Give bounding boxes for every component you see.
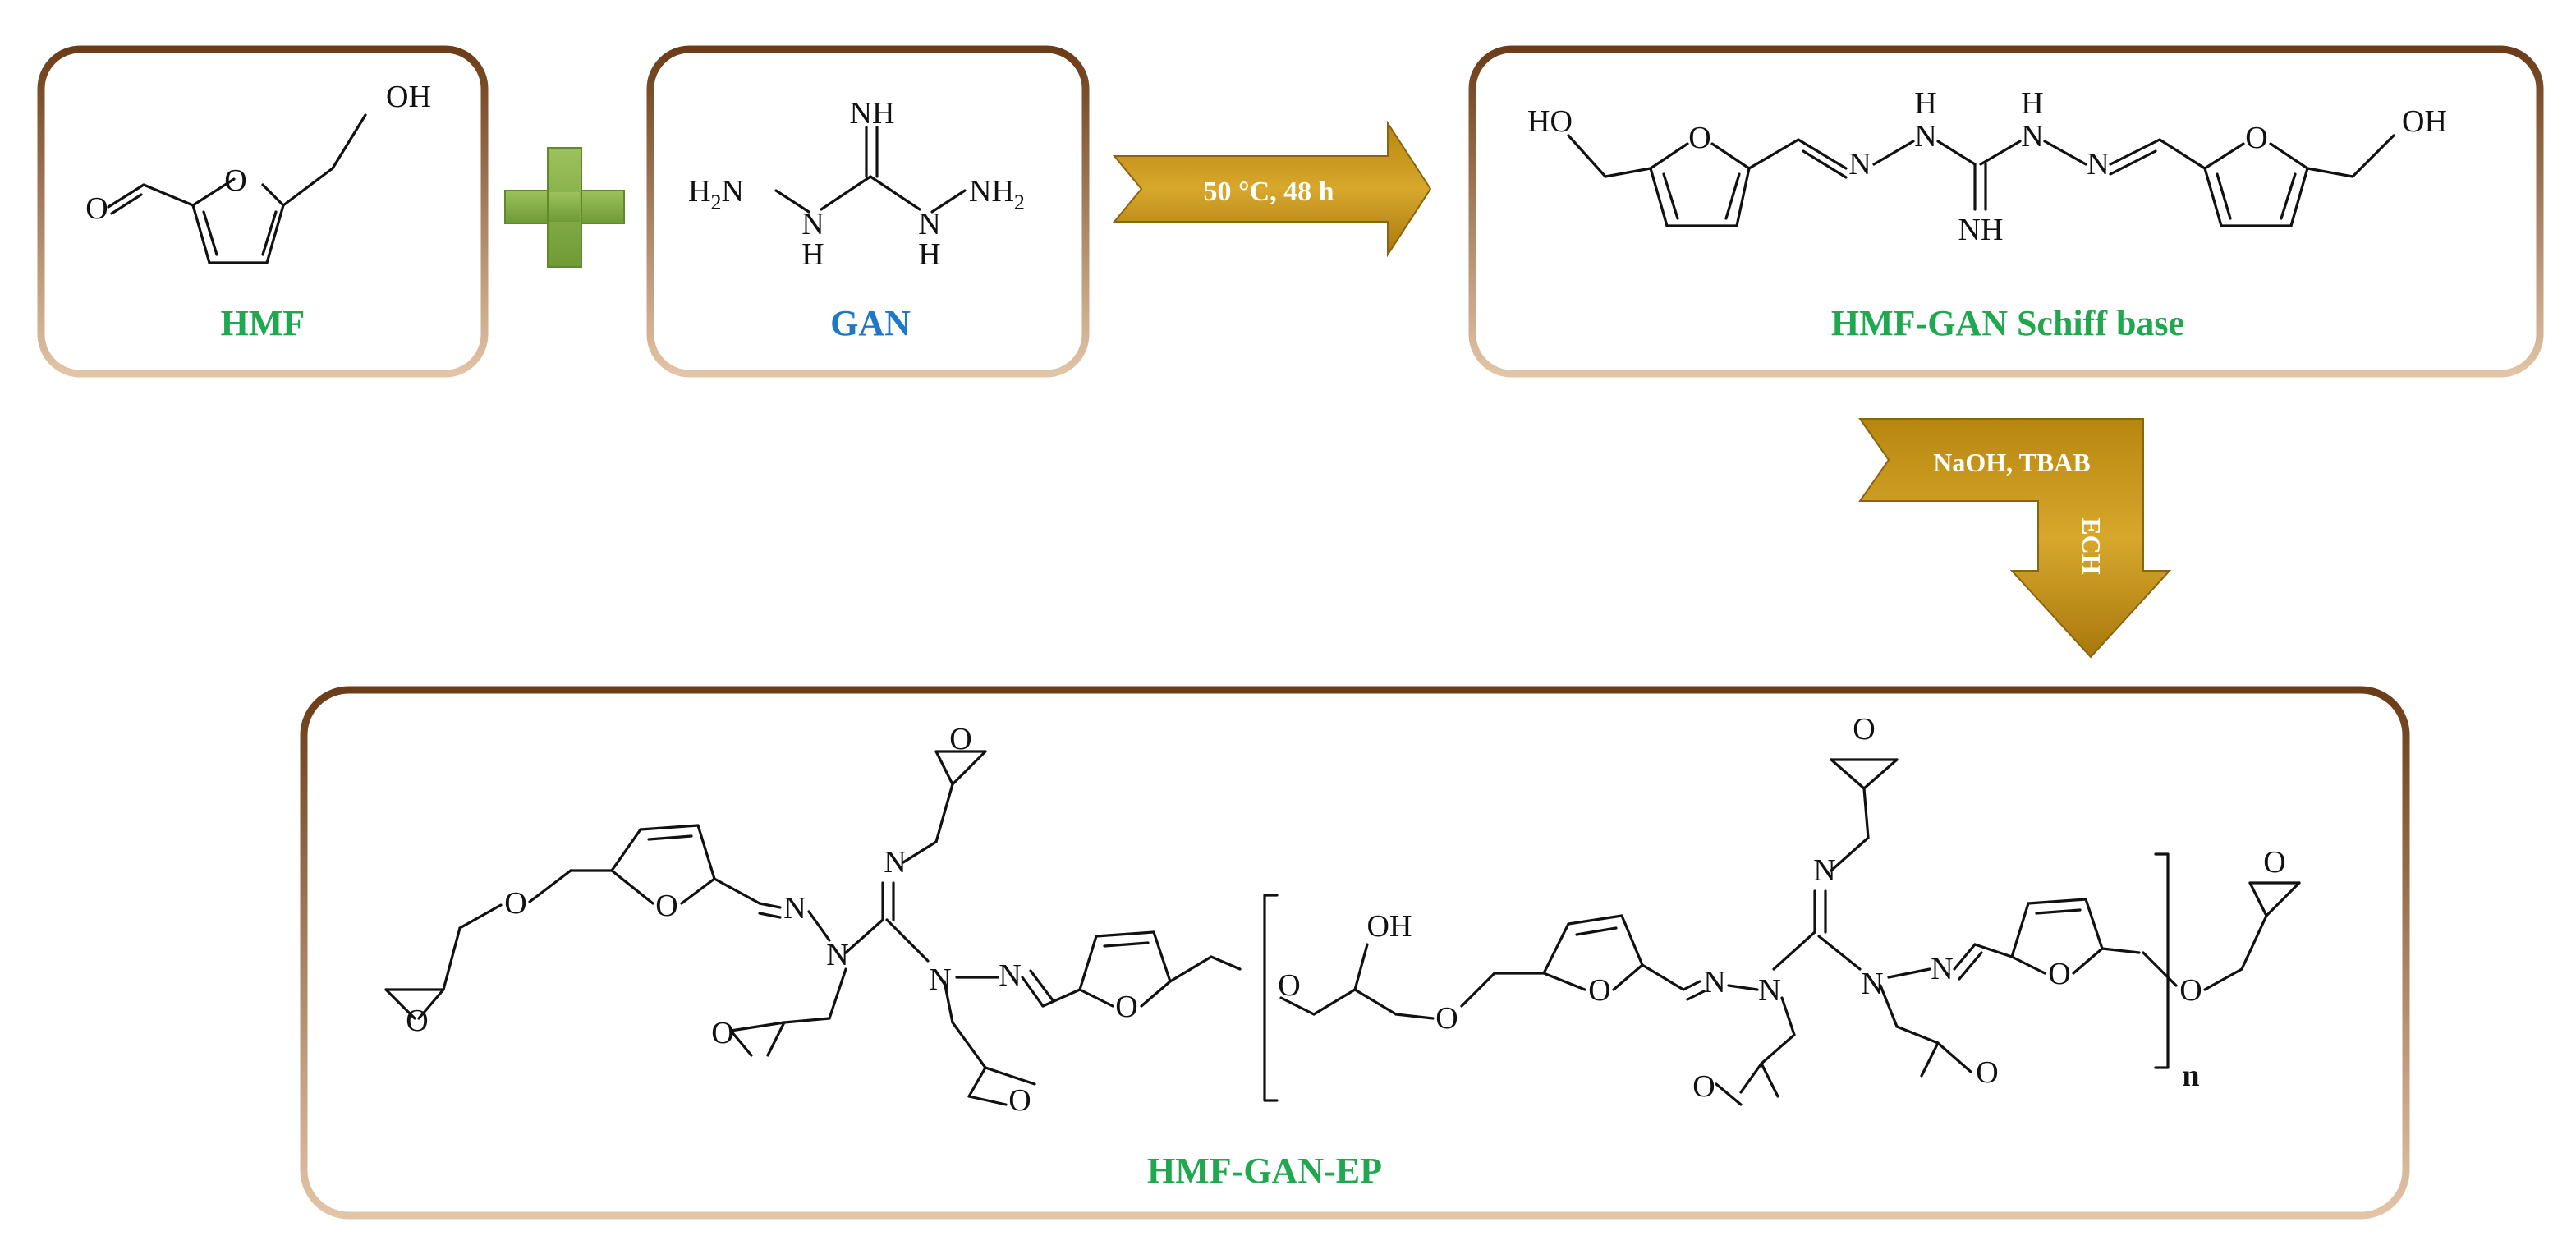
schiff-n3: N xyxy=(2021,119,2043,154)
ep-n-3: N xyxy=(884,845,906,880)
ep-ether-o-3: O xyxy=(1435,1001,1458,1036)
gan-left-n: N xyxy=(801,207,824,241)
ep-n-8: N xyxy=(1813,853,1835,888)
schiff-base-structure: HO O N N H N H N NH O OH xyxy=(1527,86,2447,247)
hmf-gan-ep-box: O O O N N N O N N O O O O OH O O N N N O… xyxy=(300,686,2410,1220)
ep-epoxide-o-bl-1: O xyxy=(711,1016,733,1050)
ep-n-6: N xyxy=(1703,965,1725,999)
schiff-h1: H xyxy=(1914,86,1936,121)
ep-epoxide-o-top-2: O xyxy=(1853,712,1875,747)
schiff-left-furan-o: O xyxy=(1688,121,1710,155)
step1-conditions: 50 °C, 48 h xyxy=(1203,177,1334,207)
hmf-label: HMF xyxy=(221,303,305,343)
schiff-left-ho: HO xyxy=(1527,104,1573,139)
ep-furan-o-3: O xyxy=(1588,973,1610,1008)
schiff-base-label: HMF-GAN Schiff base xyxy=(1831,303,2184,343)
schiff-n2: N xyxy=(1914,119,1936,154)
schiff-right-oh: OH xyxy=(2402,104,2447,139)
ep-hydroxyl: OH xyxy=(1367,909,1412,944)
ep-n-10: N xyxy=(1931,952,1953,986)
hmf-box: O O OH HMF xyxy=(37,45,489,378)
ep-n-1: N xyxy=(783,891,806,926)
hmf-gan-ep-structure: O O O N N N O N N O O O O OH O O N N N O… xyxy=(384,712,2301,1118)
ep-epoxide-o-bl-2: O xyxy=(1692,1069,1715,1104)
ep-n-4: N xyxy=(929,963,951,997)
gan-h2n-h: H2N xyxy=(688,174,744,214)
schiff-base-box: HO O N N H N H N NH O OH HMF-GAN Schiff … xyxy=(1468,45,2544,378)
gan-left-h: H xyxy=(801,237,824,272)
gan-box: NH H2N N H N H NH2 GAN xyxy=(646,45,1090,378)
reaction-arrow-2: NaOH, TBAB ECH xyxy=(1858,418,2172,659)
hmf-carbonyl-oxygen: O xyxy=(85,191,108,226)
ep-n-7: N xyxy=(1758,973,1780,1008)
hmf-structure: O O OH xyxy=(85,80,431,264)
ep-n-5: N xyxy=(999,958,1021,993)
gan-structure: NH H2N N H N H NH2 xyxy=(688,96,1025,272)
ep-ether-o-left: O xyxy=(504,886,526,921)
hmf-hydroxyl: OH xyxy=(386,80,431,114)
hmf-gan-ep-label: HMF-GAN-EP xyxy=(1147,1151,1382,1191)
gan-imine-nh: NH xyxy=(850,96,895,131)
ep-furan-o-1: O xyxy=(655,889,677,923)
schiff-n1: N xyxy=(1848,147,1871,181)
ep-ether-o-2: O xyxy=(1278,968,1300,1003)
gan-right-n: N xyxy=(918,207,940,241)
plus-icon xyxy=(504,147,625,268)
ep-n-9: N xyxy=(1861,967,1883,1001)
schiff-h2: H xyxy=(2021,86,2043,121)
gan-nh2: NH2 xyxy=(969,174,1025,214)
ep-furan-o-4: O xyxy=(2048,957,2070,991)
ep-ether-o-right: O xyxy=(2179,973,2202,1008)
ep-epoxide-o-left: O xyxy=(406,1004,428,1038)
schiff-imine-nh: NH xyxy=(1958,213,2004,247)
ep-epoxide-o-top-1: O xyxy=(949,722,971,756)
gan-label: GAN xyxy=(830,303,911,343)
ep-repeat-n: n xyxy=(2182,1059,2199,1093)
ep-n-2: N xyxy=(826,938,848,972)
step2-solvent: ECH xyxy=(2077,517,2106,574)
ep-epoxide-o-br-1: O xyxy=(1008,1083,1031,1118)
reaction-arrow-1: 50 °C, 48 h xyxy=(1112,120,1432,258)
ep-epoxide-o-right: O xyxy=(2263,845,2285,880)
step2-reagents: NaOH, TBAB xyxy=(1933,448,2090,477)
hmf-ring-oxygen: O xyxy=(224,163,246,198)
gan-right-h: H xyxy=(918,237,940,272)
schiff-right-furan-o: O xyxy=(2245,121,2267,155)
schiff-n4: N xyxy=(2087,147,2109,181)
ep-furan-o-2: O xyxy=(1115,990,1137,1024)
ep-epoxide-o-br-2: O xyxy=(1976,1055,1998,1090)
